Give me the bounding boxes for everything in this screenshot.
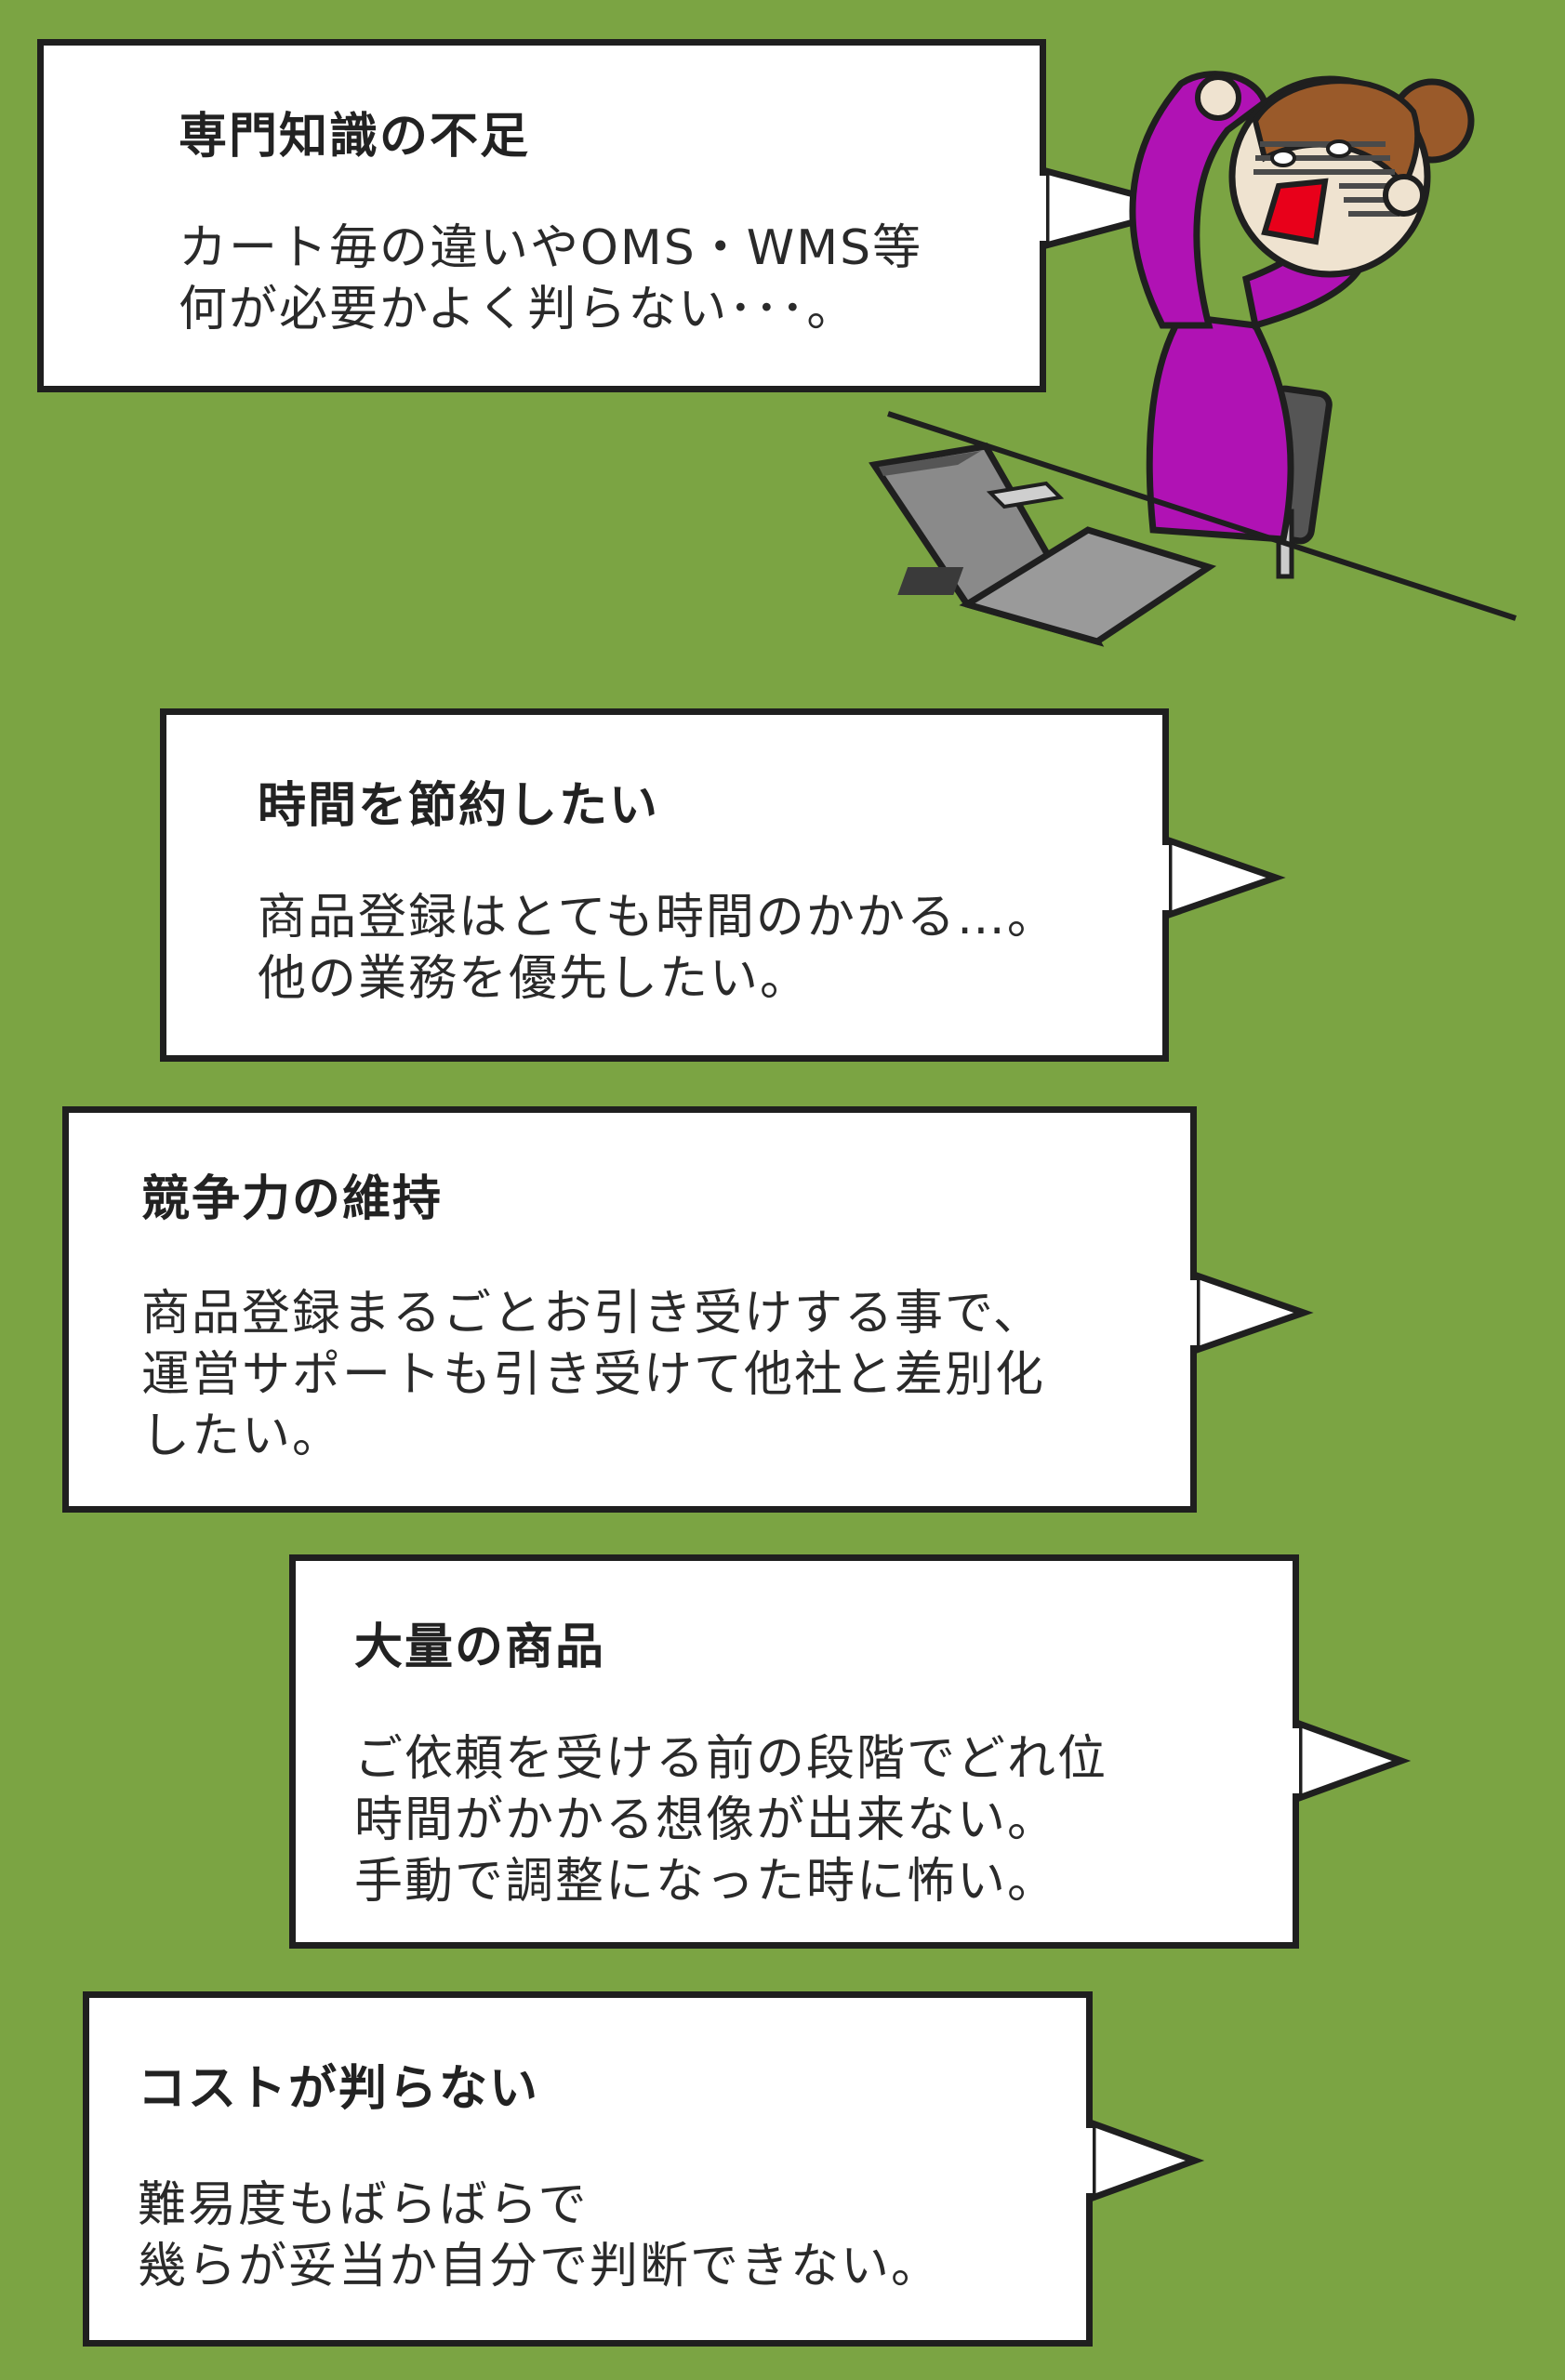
- desk-line: [887, 411, 1517, 621]
- bubble-body: 商品登録はとても時間のかかる…。 他の業務を優先したい。: [258, 890, 1057, 1007]
- bubble-body: ご依頼を受ける前の段階でどれ位 時間がかかる想像が出来ない。 手動で調整になった…: [354, 1731, 1108, 1910]
- bubble-title: コストが判らない: [138, 2061, 540, 2117]
- bubble-tail: [1039, 166, 1199, 250]
- bubble-title: 時間を節約したい: [258, 778, 660, 834]
- stressed-woman-illustration: [869, 71, 1517, 647]
- character-icon: [1129, 71, 1475, 543]
- speech-bubble-large-volume: 大量の商品 ご依頼を受ける前の段階でどれ位 時間がかかる想像が出来ない。 手動で…: [289, 1554, 1412, 1949]
- bubble-tail: [1189, 1271, 1314, 1355]
- bubble-body: 商品登録まるごとお引き受けする事で、 運営サポートも引き受けて他社と差別化 した…: [141, 1286, 1046, 1464]
- speech-bubble-expertise: 専門知識の不足 カート毎の違いやOMS・WMS等 何が必要かよく判らない･･･。: [37, 39, 1199, 392]
- bubble-title: 専門知識の不足: [179, 109, 531, 165]
- laptop-icon: [869, 443, 1217, 647]
- speech-bubble-competitiveness: 競争力の維持 商品登録まるごとお引き受けする事で、 運営サポートも引き受けて他社…: [62, 1106, 1314, 1513]
- speech-bubble-time-saving: 時間を節約したい 商品登録はとても時間のかかる…。 他の業務を優先したい。: [160, 708, 1286, 1062]
- speech-bubble-cost-unknown: コストが判らない 難易度もばらばらで 幾らが妥当か自分で判断できない。: [83, 1991, 1205, 2347]
- bubble-body: カート毎の違いやOMS・WMS等 何が必要かよく判らない･･･。: [179, 220, 923, 337]
- bubble-tail: [1292, 1719, 1412, 1803]
- bubble-tail: [1161, 836, 1286, 919]
- bubble-tail: [1085, 2119, 1205, 2202]
- bubble-title: 競争力の維持: [141, 1171, 444, 1227]
- bubble-body: 難易度もばらばらで 幾らが妥当か自分で判断できない。: [138, 2177, 942, 2294]
- bubble-title: 大量の商品: [354, 1620, 606, 1675]
